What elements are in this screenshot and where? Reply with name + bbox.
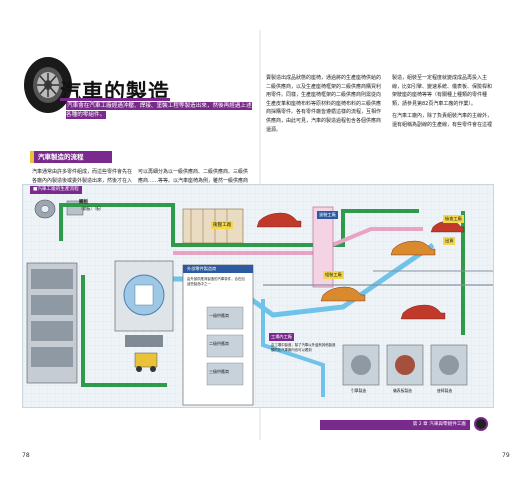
label-shipping: 出貨 (443, 237, 456, 245)
label-engine: 引擎製造 (351, 388, 367, 393)
forklift-icon (134, 352, 158, 372)
label-steel-sub: （鋼板）（板） (79, 206, 104, 211)
pink-flow-path (173, 227, 423, 255)
label-tier1: 一級供應商 (209, 313, 229, 318)
label-parts-factory-note: 由工場中製造，除了汽車以外還有其他製造類的在汽車廠內也可以看到 (271, 343, 336, 352)
label-assembly: 組裝工廠 (323, 271, 344, 279)
label-paint: 塗裝工廠 (317, 211, 338, 219)
right-column-1: 賣製造出成品狀態的座椅，通過將的生產座椅供給的二級供應商，以及生產座椅框架的二級… (266, 75, 382, 133)
label-parts-factory: 工場內工廠 (269, 333, 294, 341)
label-inspection: 檢查工廠 (443, 215, 464, 223)
chapter-footer: 第 2 章 汽車與零組件工廠 (320, 420, 470, 430)
parts-factory-icons (342, 344, 468, 386)
chapter-badge-icon (474, 417, 488, 431)
page-number-left: 78 (22, 452, 30, 459)
label-steel: 鋼板 (79, 200, 89, 205)
casting-machine-icon (26, 262, 78, 384)
section-heading: 汽車製造的流程 (30, 151, 112, 163)
label-tier2: 二級供應商 (209, 341, 229, 346)
intro-text: 汽車會在汽車工廠經過沖壓、焊接、塗裝工程等製造出來，然後再經過上述各種的零組件。 (66, 102, 252, 119)
right-column-2-extra: 在汽車工廠內，除了負責組裝汽車的主線外，還有組稱為副線的生產線，有些零件會在這裡 (392, 113, 493, 128)
press-machine-icon (114, 260, 174, 347)
label-tier3: 三級供應商 (209, 369, 229, 374)
label-parts-area: 外部零件製造商 (187, 266, 217, 271)
right-column-2-text: 製造，組裝至一定程度就變成成品再投入主線，比如引擎、變速系統、儀表板、保險桿和架… (392, 75, 493, 107)
page-number-right: 79 (502, 452, 510, 459)
label-press: 衝壓工廠 (211, 221, 234, 229)
parts-supplier-box (182, 264, 254, 406)
car-icon (256, 212, 465, 320)
green-flow-path (59, 203, 219, 247)
right-page: 賣製造出成品狀態的座椅，通過將的生產座椅供給的二級供應商，以及生產座椅框架的二級… (260, 30, 512, 459)
title-underline (60, 98, 170, 101)
paint-booth-icon (312, 206, 334, 288)
right-column-2: 製造，組裝至一定程度就變成成品再投入主線，比如引擎、變速系統、儀表板、保險桿和架… (392, 74, 496, 130)
diagram-title: ■汽車工廠的生產流程 (30, 186, 82, 194)
factory-flow-diagram: 鋼板 （鋼板）（板） 衝壓工廠 外部零件製造商 由外部供應商製造的汽車零件，合在… (22, 184, 494, 408)
label-dash: 儀表板製造 (393, 388, 412, 393)
flow-illustration (23, 185, 493, 407)
label-seat: 座椅製造 (437, 388, 453, 393)
label-parts-note: 由外部供應商製造的汽車零件，合在加這些製品中之一 (187, 277, 245, 286)
